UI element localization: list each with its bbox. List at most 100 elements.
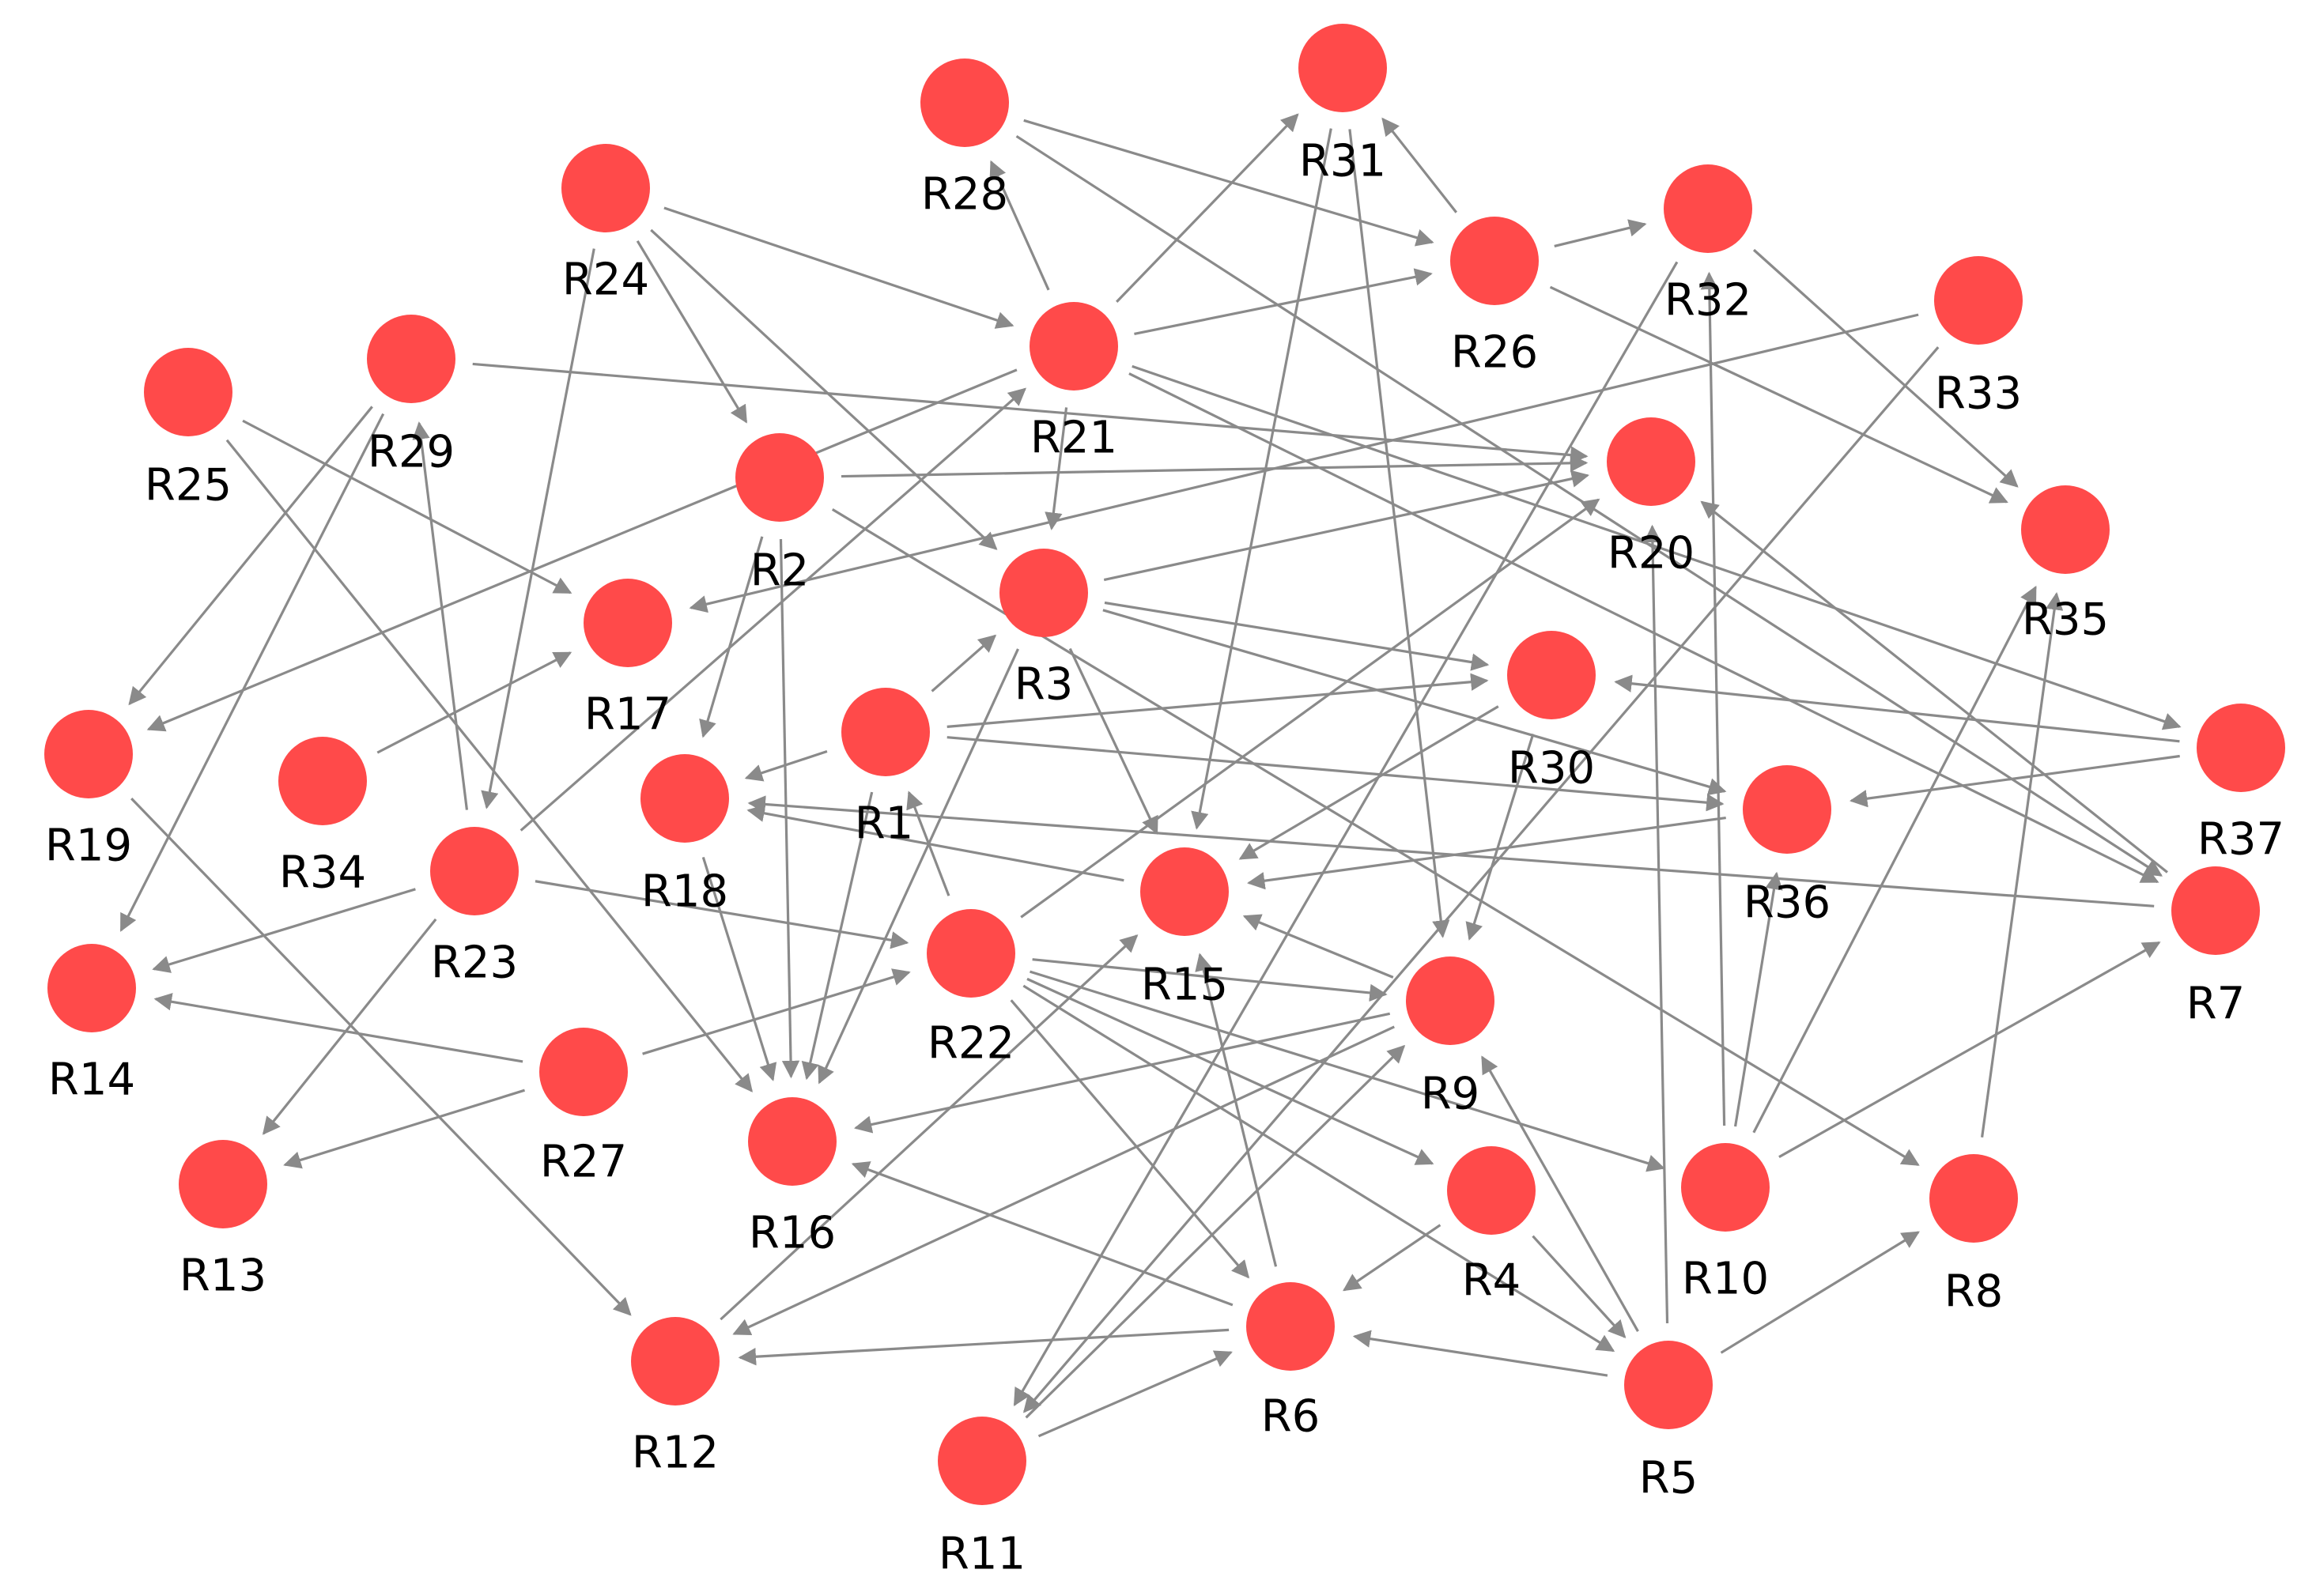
- edge-r12-to-r15: [720, 934, 1139, 1321]
- node-r8[interactable]: R8: [1929, 1154, 2018, 1318]
- node-circle[interactable]: [1406, 956, 1494, 1045]
- node-r30[interactable]: R30: [1507, 631, 1596, 794]
- node-circle[interactable]: [735, 433, 824, 522]
- node-r29[interactable]: R29: [367, 315, 455, 478]
- node-circle[interactable]: [1664, 164, 1752, 253]
- node-label: R32: [1664, 275, 1751, 326]
- node-circle[interactable]: [1140, 847, 1229, 936]
- edge-r24-to-r21: [663, 206, 1014, 329]
- node-r36[interactable]: R36: [1743, 765, 1831, 929]
- node-r23[interactable]: R23: [430, 827, 519, 989]
- node-r35[interactable]: R35: [2021, 485, 2110, 646]
- node-circle[interactable]: [2197, 704, 2285, 792]
- edge-r37-to-r30: [1614, 674, 2180, 743]
- node-r25[interactable]: R25: [144, 348, 232, 511]
- node-circle[interactable]: [1298, 24, 1387, 112]
- node-circle[interactable]: [1607, 417, 1695, 506]
- node-r13[interactable]: R13: [179, 1140, 267, 1302]
- edge-r31-to-r9: [1348, 129, 1450, 938]
- node-label: R21: [1030, 413, 1117, 464]
- node-circle[interactable]: [47, 944, 136, 1032]
- edge-r2-to-r18: [699, 536, 764, 738]
- edge-r22-to-r4: [1026, 977, 1434, 1165]
- edge-r32-to-r35: [1752, 248, 2019, 488]
- node-circle[interactable]: [1743, 765, 1831, 854]
- node-r6[interactable]: R6: [1246, 1282, 1335, 1443]
- node-r1[interactable]: R1: [841, 688, 930, 850]
- edge-r33-to-r11: [1022, 346, 1940, 1413]
- node-r26[interactable]: R26: [1450, 217, 1539, 379]
- node-label: R3: [1014, 659, 1074, 711]
- node-r11[interactable]: R11: [938, 1417, 1026, 1580]
- node-label: R31: [1299, 136, 1386, 187]
- node-circle[interactable]: [539, 1028, 628, 1116]
- node-circle[interactable]: [1929, 1154, 2018, 1243]
- node-label: R28: [921, 169, 1008, 221]
- edge-r21-to-r7: [1128, 372, 2159, 884]
- node-circle[interactable]: [1507, 631, 1596, 719]
- node-r5[interactable]: R5: [1624, 1341, 1713, 1504]
- node-circle[interactable]: [999, 549, 1088, 637]
- edge-r4-to-r5: [1532, 1235, 1627, 1339]
- edge-r21-to-r26: [1134, 268, 1433, 336]
- edge-r27-to-r13: [283, 1089, 526, 1169]
- node-label: R15: [1141, 960, 1228, 1011]
- edge-r27-to-r14: [153, 993, 523, 1063]
- node-r10[interactable]: R10: [1681, 1143, 1770, 1305]
- edge-r9-to-r12: [732, 1025, 1395, 1336]
- node-circle[interactable]: [584, 579, 672, 667]
- node-circle[interactable]: [1246, 1282, 1335, 1371]
- node-circle[interactable]: [938, 1417, 1026, 1505]
- node-r18[interactable]: R18: [640, 754, 729, 918]
- node-circle[interactable]: [430, 827, 519, 915]
- node-circle[interactable]: [1681, 1143, 1770, 1232]
- node-r16[interactable]: R16: [748, 1097, 837, 1259]
- node-circle[interactable]: [278, 737, 367, 825]
- node-r20[interactable]: R20: [1607, 417, 1695, 579]
- node-r7[interactable]: R7: [2171, 866, 2260, 1030]
- node-circle[interactable]: [631, 1317, 720, 1405]
- node-r31[interactable]: R31: [1298, 24, 1387, 187]
- node-r14[interactable]: R14: [47, 944, 136, 1106]
- node-circle[interactable]: [367, 315, 455, 403]
- node-circle[interactable]: [1450, 217, 1539, 305]
- node-r3[interactable]: R3: [999, 549, 1088, 711]
- node-r12[interactable]: R12: [631, 1317, 720, 1479]
- node-circle[interactable]: [1934, 256, 2023, 345]
- node-r24[interactable]: R24: [561, 144, 650, 306]
- node-circle[interactable]: [1030, 302, 1118, 391]
- node-r32[interactable]: R32: [1664, 164, 1752, 326]
- edge-r18-to-r16: [701, 856, 777, 1081]
- node-circle[interactable]: [561, 144, 650, 232]
- edge-r5-to-r9: [1481, 1055, 1639, 1332]
- node-circle[interactable]: [179, 1140, 267, 1228]
- node-circle[interactable]: [927, 909, 1015, 998]
- node-circle[interactable]: [920, 58, 1009, 147]
- node-r4[interactable]: R4: [1447, 1146, 1536, 1307]
- node-circle[interactable]: [1624, 1341, 1713, 1429]
- node-r9[interactable]: R9: [1406, 956, 1494, 1120]
- edge-r30-to-r9: [1465, 734, 1535, 941]
- node-circle[interactable]: [841, 688, 930, 776]
- node-r19[interactable]: R19: [44, 710, 133, 872]
- node-circle[interactable]: [1447, 1146, 1536, 1235]
- node-r33[interactable]: R33: [1934, 256, 2023, 420]
- node-circle[interactable]: [2171, 866, 2260, 955]
- node-circle[interactable]: [748, 1097, 837, 1186]
- node-r34[interactable]: R34: [278, 737, 367, 899]
- node-circle[interactable]: [2021, 485, 2110, 574]
- node-r15[interactable]: R15: [1140, 847, 1229, 1011]
- node-circle[interactable]: [44, 710, 133, 798]
- node-r2[interactable]: R2: [735, 433, 824, 597]
- node-r27[interactable]: R27: [539, 1028, 628, 1188]
- node-r17[interactable]: R17: [584, 579, 672, 741]
- node-r37[interactable]: R37: [2197, 704, 2285, 866]
- node-r22[interactable]: R22: [927, 909, 1015, 1070]
- node-r21[interactable]: R21: [1030, 302, 1118, 464]
- node-circle[interactable]: [144, 348, 232, 436]
- node-r28[interactable]: R28: [920, 58, 1009, 221]
- edge-r29-to-r20: [472, 362, 1589, 464]
- edge-r34-to-r17: [376, 651, 572, 754]
- node-circle[interactable]: [640, 754, 729, 843]
